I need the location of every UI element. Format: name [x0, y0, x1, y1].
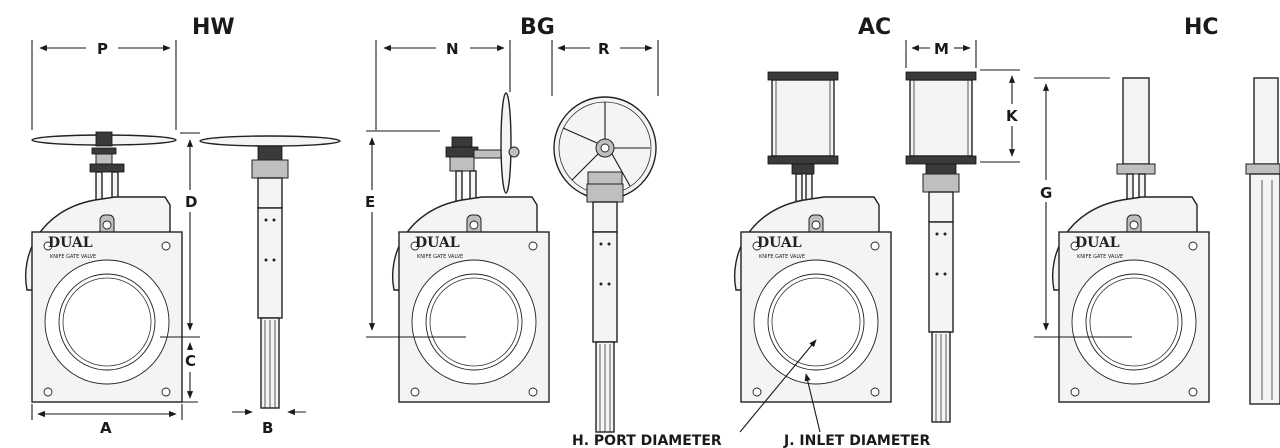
dimension-label-d: D [185, 193, 197, 211]
dimension-label-b: B [262, 419, 273, 437]
hw-front-view [24, 131, 183, 403]
svg-text:DUAL: DUAL [757, 235, 802, 251]
dimension-label-a: A [100, 419, 112, 437]
svg-text:KNIFE GATE VALVE: KNIFE GATE VALVE [759, 254, 805, 260]
hw-dimension-lines: P D C A B [31, 40, 306, 437]
dimension-label-p: P [97, 40, 108, 58]
svg-text:DUAL: DUAL [48, 235, 93, 251]
svg-text:DUAL: DUAL [415, 235, 460, 251]
dimension-label-g: G [1040, 184, 1052, 202]
svg-text:KNIFE GATE VALVE: KNIFE GATE VALVE [417, 254, 463, 260]
ac-front-view [733, 71, 892, 403]
dimension-label-m: M [934, 40, 949, 58]
hw-logo: DUAL KNIFE GATE VALVE [48, 235, 96, 260]
dimension-label-n: N [446, 40, 459, 58]
bg-side-view [553, 96, 657, 433]
inlet-diameter-callout: J. INLET DIAMETER [783, 433, 931, 448]
ac-dimension-lines: M K [905, 40, 1020, 163]
hc-logo: DUAL KNIFE GATE VALVE [1075, 235, 1123, 260]
model-label-hc: HC [1184, 15, 1219, 40]
hc-dimension-lines: G [1034, 77, 1132, 338]
dimension-label-r: R [598, 40, 610, 58]
hw-side-view [199, 135, 341, 409]
dimension-label-e: E [365, 193, 375, 211]
svg-text:KNIFE GATE VALVE: KNIFE GATE VALVE [50, 254, 96, 260]
ac-side-view [905, 71, 977, 423]
dimension-label-c: C [185, 352, 196, 370]
dimension-label-k: K [1006, 107, 1019, 125]
hc-front-view [1051, 77, 1210, 403]
model-label-hw: HW [192, 15, 235, 40]
diameter-callouts: H. PORT DIAMETER J. INLET DIAMETER [572, 339, 931, 448]
bg-logo: DUAL KNIFE GATE VALVE [415, 235, 463, 260]
model-label-ac: AC [858, 15, 891, 40]
port-diameter-callout: H. PORT DIAMETER [572, 433, 722, 448]
svg-text:KNIFE GATE VALVE: KNIFE GATE VALVE [1077, 254, 1123, 260]
svg-text:DUAL: DUAL [1075, 235, 1120, 251]
ac-logo: DUAL KNIFE GATE VALVE [757, 235, 805, 260]
bg-dimension-lines: N R E [365, 40, 659, 338]
hc-side-view [1245, 77, 1280, 405]
bg-front-view [391, 92, 550, 403]
model-label-bg: BG [520, 15, 555, 40]
